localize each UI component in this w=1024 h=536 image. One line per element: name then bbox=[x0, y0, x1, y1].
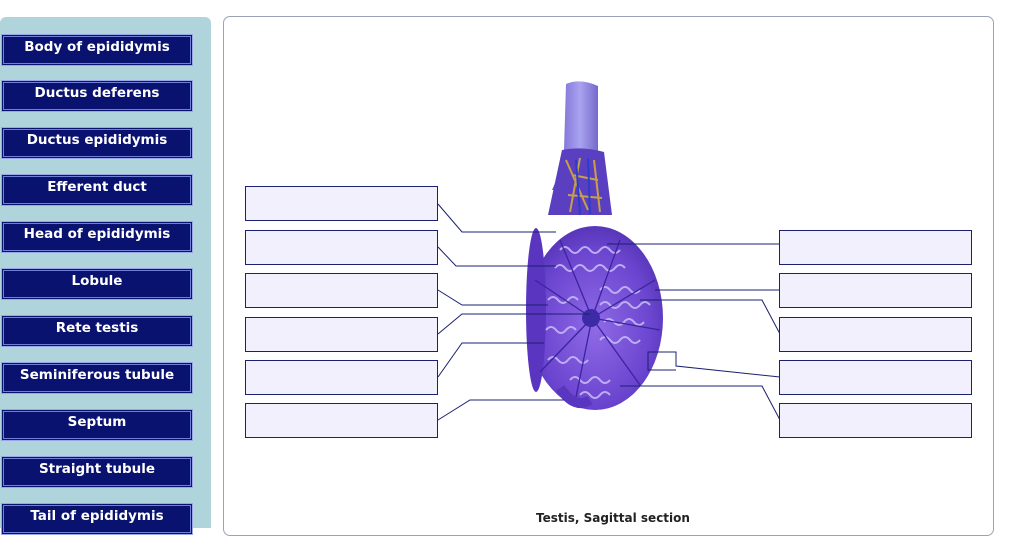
epididymis-tail bbox=[555, 385, 593, 408]
rete-testis-mark bbox=[582, 309, 600, 327]
label-chip-body-of-epididymis[interactable]: Body of epididymis bbox=[1, 34, 193, 66]
seminiferous-tubules bbox=[545, 246, 651, 399]
label-chip-rete-testis[interactable]: Rete testis bbox=[1, 315, 193, 347]
label-chip-seminiferous-tubule[interactable]: Seminiferous tubule bbox=[1, 362, 193, 394]
label-bank-panel: Body of epididymis Ductus deferens Ductu… bbox=[0, 17, 211, 535]
septa bbox=[534, 239, 661, 403]
label-chip-straight-tubule[interactable]: Straight tubule bbox=[1, 456, 193, 488]
vessels bbox=[575, 157, 591, 216]
drop-zone-left-4[interactable] bbox=[245, 317, 438, 352]
drop-zone-left-1[interactable] bbox=[245, 186, 438, 221]
epididymis-body bbox=[526, 228, 546, 392]
drop-zone-right-4[interactable] bbox=[779, 360, 972, 395]
leader-lines bbox=[437, 203, 781, 421]
drop-zone-left-2[interactable] bbox=[245, 230, 438, 265]
label-chip-septum[interactable]: Septum bbox=[1, 409, 193, 441]
drop-zone-right-2[interactable] bbox=[779, 273, 972, 308]
drop-zone-right-3[interactable] bbox=[779, 317, 972, 352]
label-chip-efferent-duct[interactable]: Efferent duct bbox=[1, 174, 193, 206]
drop-zone-left-3[interactable] bbox=[245, 273, 438, 308]
drop-zone-right-5[interactable] bbox=[779, 403, 972, 438]
label-chip-head-of-epididymis[interactable]: Head of epididymis bbox=[1, 221, 193, 253]
drop-zone-left-5[interactable] bbox=[245, 360, 438, 395]
drop-zone-left-6[interactable] bbox=[245, 403, 438, 438]
label-chip-lobule[interactable]: Lobule bbox=[1, 268, 193, 300]
figure-caption: Testis, Sagittal section bbox=[536, 511, 690, 525]
label-chip-ductus-deferens[interactable]: Ductus deferens bbox=[1, 80, 193, 112]
label-chip-ductus-epididymis[interactable]: Ductus epididymis bbox=[1, 127, 193, 159]
drop-zone-right-1[interactable] bbox=[779, 230, 972, 265]
